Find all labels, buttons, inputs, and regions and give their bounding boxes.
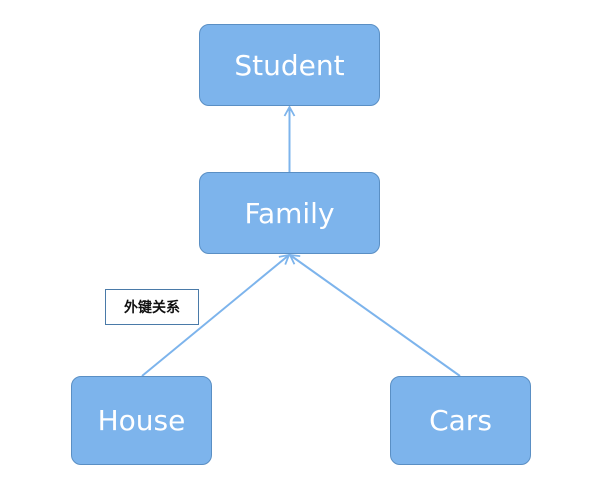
relation-label-box: 外键关系 (105, 289, 199, 325)
edge-cars-to-family (288, 253, 461, 377)
node-student-label: Student (234, 48, 345, 82)
node-family[interactable]: Family (199, 172, 380, 254)
node-student[interactable]: Student (199, 24, 380, 106)
node-house-label: House (97, 404, 186, 437)
node-cars-label: Cars (429, 404, 492, 437)
relation-label-text: 外键关系 (124, 300, 180, 316)
node-family-label: Family (244, 196, 335, 230)
node-cars[interactable]: Cars (390, 376, 531, 465)
node-house[interactable]: House (71, 376, 212, 465)
edge-house-to-family (141, 253, 291, 377)
